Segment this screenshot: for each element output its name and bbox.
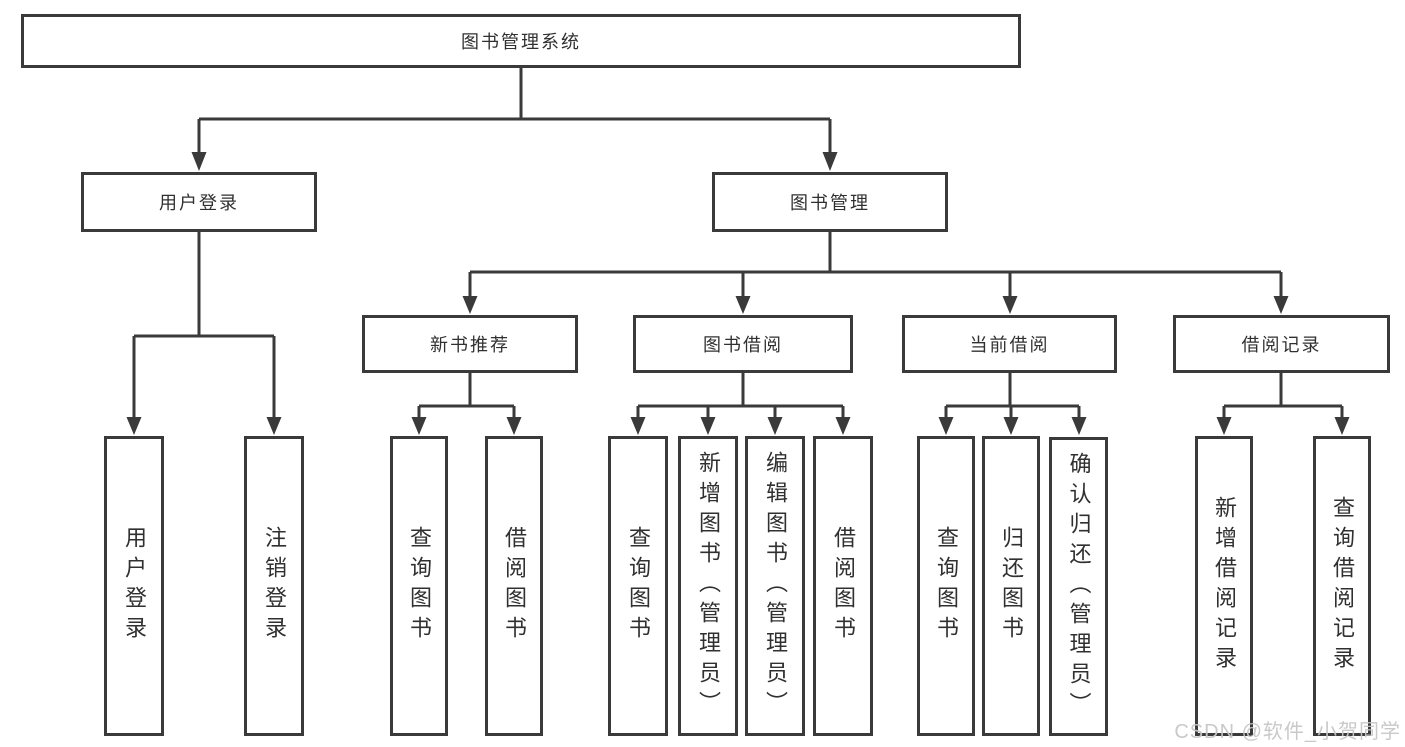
node-new-book-recommend-label: 新书推荐 bbox=[430, 335, 510, 355]
node-leaf-logout: 注销登录 bbox=[244, 436, 304, 736]
node-leaf-borrow-books-recommend: 借阅图书 bbox=[485, 436, 543, 736]
node-book-management-label: 图书管理 bbox=[790, 193, 870, 213]
node-borrow-records: 借阅记录 bbox=[1173, 315, 1390, 373]
node-leaf-edit-books-admin: 编辑图书（管理员） bbox=[745, 436, 805, 736]
csdn-watermark: CSDN @软件_小贺同学 bbox=[1174, 721, 1401, 743]
node-leaf-query-books-recommend: 查询图书 bbox=[390, 436, 448, 736]
node-leaf-return-books-label: 归还图书 bbox=[999, 526, 1024, 646]
node-user-login-label: 用户登录 bbox=[159, 193, 239, 213]
node-leaf-add-borrow-record-label: 新增借阅记录 bbox=[1212, 496, 1237, 676]
node-current-borrow: 当前借阅 bbox=[902, 315, 1117, 373]
node-leaf-borrow-books-recommend-label: 借阅图书 bbox=[502, 526, 527, 646]
arrowheads bbox=[126, 152, 1350, 435]
node-leaf-logout-label: 注销登录 bbox=[262, 526, 287, 646]
node-leaf-query-books-current: 查询图书 bbox=[917, 436, 975, 736]
node-leaf-query-borrow-record-label: 查询借阅记录 bbox=[1330, 496, 1355, 676]
node-book-management: 图书管理 bbox=[712, 172, 948, 232]
node-leaf-query-books-current-label: 查询图书 bbox=[934, 526, 959, 646]
node-leaf-add-borrow-record: 新增借阅记录 bbox=[1195, 436, 1253, 736]
node-leaf-query-borrow-record: 查询借阅记录 bbox=[1313, 436, 1371, 736]
node-leaf-user-login-label: 用户登录 bbox=[122, 526, 147, 646]
node-leaf-confirm-return-admin: 确认归还（管理员） bbox=[1049, 437, 1108, 736]
node-leaf-edit-books-admin-label: 编辑图书（管理员） bbox=[763, 451, 788, 721]
node-current-borrow-label: 当前借阅 bbox=[969, 335, 1050, 355]
node-book-borrow-label: 图书借阅 bbox=[703, 335, 783, 355]
node-leaf-query-books-recommend-label: 查询图书 bbox=[407, 526, 432, 646]
node-new-book-recommend: 新书推荐 bbox=[362, 315, 578, 373]
node-leaf-borrow-books-label: 借阅图书 bbox=[831, 526, 856, 646]
node-leaf-query-books-borrow: 查询图书 bbox=[608, 436, 668, 736]
node-borrow-records-label: 借阅记录 bbox=[1241, 335, 1322, 355]
node-book-borrow: 图书借阅 bbox=[633, 315, 853, 373]
node-leaf-borrow-books: 借阅图书 bbox=[813, 436, 873, 736]
node-leaf-user-login: 用户登录 bbox=[104, 436, 164, 736]
node-leaf-confirm-return-admin-label: 确认归还（管理员） bbox=[1066, 451, 1092, 722]
node-leaf-add-books-admin: 新增图书（管理员） bbox=[678, 436, 738, 736]
node-leaf-query-books-borrow-label: 查询图书 bbox=[626, 526, 651, 646]
node-system-root: 图书管理系统 bbox=[21, 14, 1021, 68]
node-system-root-label: 图书管理系统 bbox=[461, 32, 581, 52]
node-user-login: 用户登录 bbox=[81, 172, 317, 232]
node-leaf-return-books: 归还图书 bbox=[982, 436, 1040, 736]
node-leaf-add-books-admin-label: 新增图书（管理员） bbox=[696, 451, 721, 721]
